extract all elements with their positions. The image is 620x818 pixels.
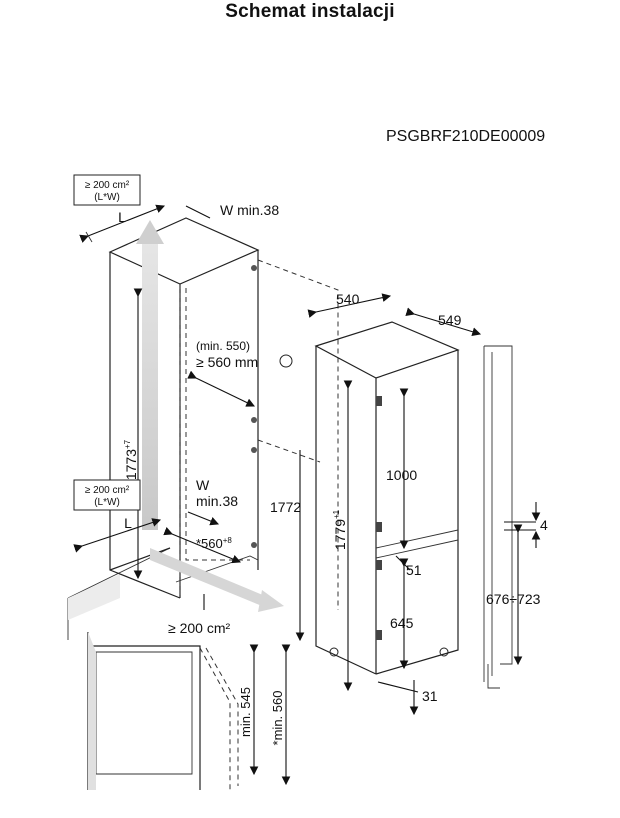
niche-height-value: 1773: [123, 449, 139, 480]
total-height-tol: +1: [332, 509, 341, 519]
drawing-code: PSGBRF210DE00009: [386, 128, 546, 145]
dim-bottom: 31: [377, 680, 438, 716]
niche-width-value: *560: [196, 536, 223, 551]
gap-value: 51: [406, 562, 422, 578]
dim-top-w-label: W min.38: [220, 202, 279, 218]
niche-depth-value: ≥ 560 mm: [196, 354, 258, 370]
appliance-width-value: 540: [336, 291, 360, 307]
dim-door-range: 676÷723: [486, 524, 541, 666]
dim-niche-depth: (min. 550) ≥ 560 mm: [187, 339, 293, 407]
vent-mid-label: ≥ 200 cm² (L*W): [73, 479, 141, 511]
dim-mid-w-letter: W: [196, 477, 210, 493]
dim-mid-l-label: L: [124, 515, 132, 531]
dim-appliance-height: 1772: [270, 450, 305, 642]
dim-total-height: 1779+1: [332, 380, 353, 692]
section-min-b-value: *min. 560: [270, 691, 285, 746]
airflow-arrow-bottom: [150, 548, 284, 612]
dim-niche-width: *560+8: [163, 526, 242, 564]
bottom-vent-value: ≥ 200 cm²: [168, 620, 230, 636]
dim-top-l: L: [79, 204, 166, 243]
door-range-value: 676÷723: [486, 591, 541, 607]
page-title: Schemat instalacji: [225, 1, 395, 22]
upper-door-value: 1000: [386, 467, 417, 483]
dim-niche-height: 1773+7: [123, 288, 143, 580]
dim-gap: 51: [395, 555, 422, 578]
section-min-a-value: min. 545: [238, 687, 253, 737]
dim-mid-w: W min.38: [187, 477, 238, 526]
section-detail: [87, 632, 239, 790]
appliance-body: [314, 321, 460, 675]
appliance-height-value: 1772: [270, 499, 301, 515]
dim-upper-door: 1000: [386, 388, 417, 550]
dim-mid-l: L: [73, 515, 162, 553]
dim-lower-door: 645: [390, 558, 414, 670]
vent-top-unit: (L*W): [94, 192, 120, 203]
lower-door-value: 645: [390, 615, 414, 631]
dim-door-offset: 4: [504, 502, 548, 548]
bottom-value: 31: [422, 688, 438, 704]
smiley-icon: [279, 354, 293, 368]
svg-text:*560+8: *560+8: [196, 536, 232, 551]
dim-section-min-b: *min. 560: [270, 644, 291, 786]
niche-cabinet: [108, 217, 260, 599]
dim-top-w: W min.38: [185, 202, 279, 219]
vent-top-label: ≥ 200 cm² (L*W): [73, 174, 141, 206]
dim-appliance-depth: 549: [405, 307, 482, 336]
niche-depth-note: (min. 550): [196, 339, 250, 353]
door-profile: [483, 345, 513, 689]
vent-mid-unit: (L*W): [94, 497, 120, 508]
vent-mid-area: ≥ 200 cm²: [85, 485, 130, 496]
dim-section-min-a: min. 545: [238, 644, 259, 776]
door-offset-value: 4: [540, 517, 548, 533]
svg-text:1773+7: 1773+7: [123, 439, 139, 480]
open-door-outline: [257, 259, 339, 610]
dim-bottom-vent: ≥ 200 cm²: [168, 594, 230, 636]
total-height-value: 1779: [332, 519, 348, 550]
svg-text:1779+1: 1779+1: [332, 509, 348, 550]
niche-height-tol: +7: [123, 439, 132, 449]
dim-top-l-label: L: [118, 209, 126, 225]
appliance-depth-value: 549: [438, 312, 462, 328]
niche-width-tol: +8: [223, 536, 233, 545]
dim-mid-w-value: min.38: [196, 493, 238, 509]
vent-top-area: ≥ 200 cm²: [85, 180, 130, 191]
dim-appliance-width: 540: [307, 291, 392, 318]
